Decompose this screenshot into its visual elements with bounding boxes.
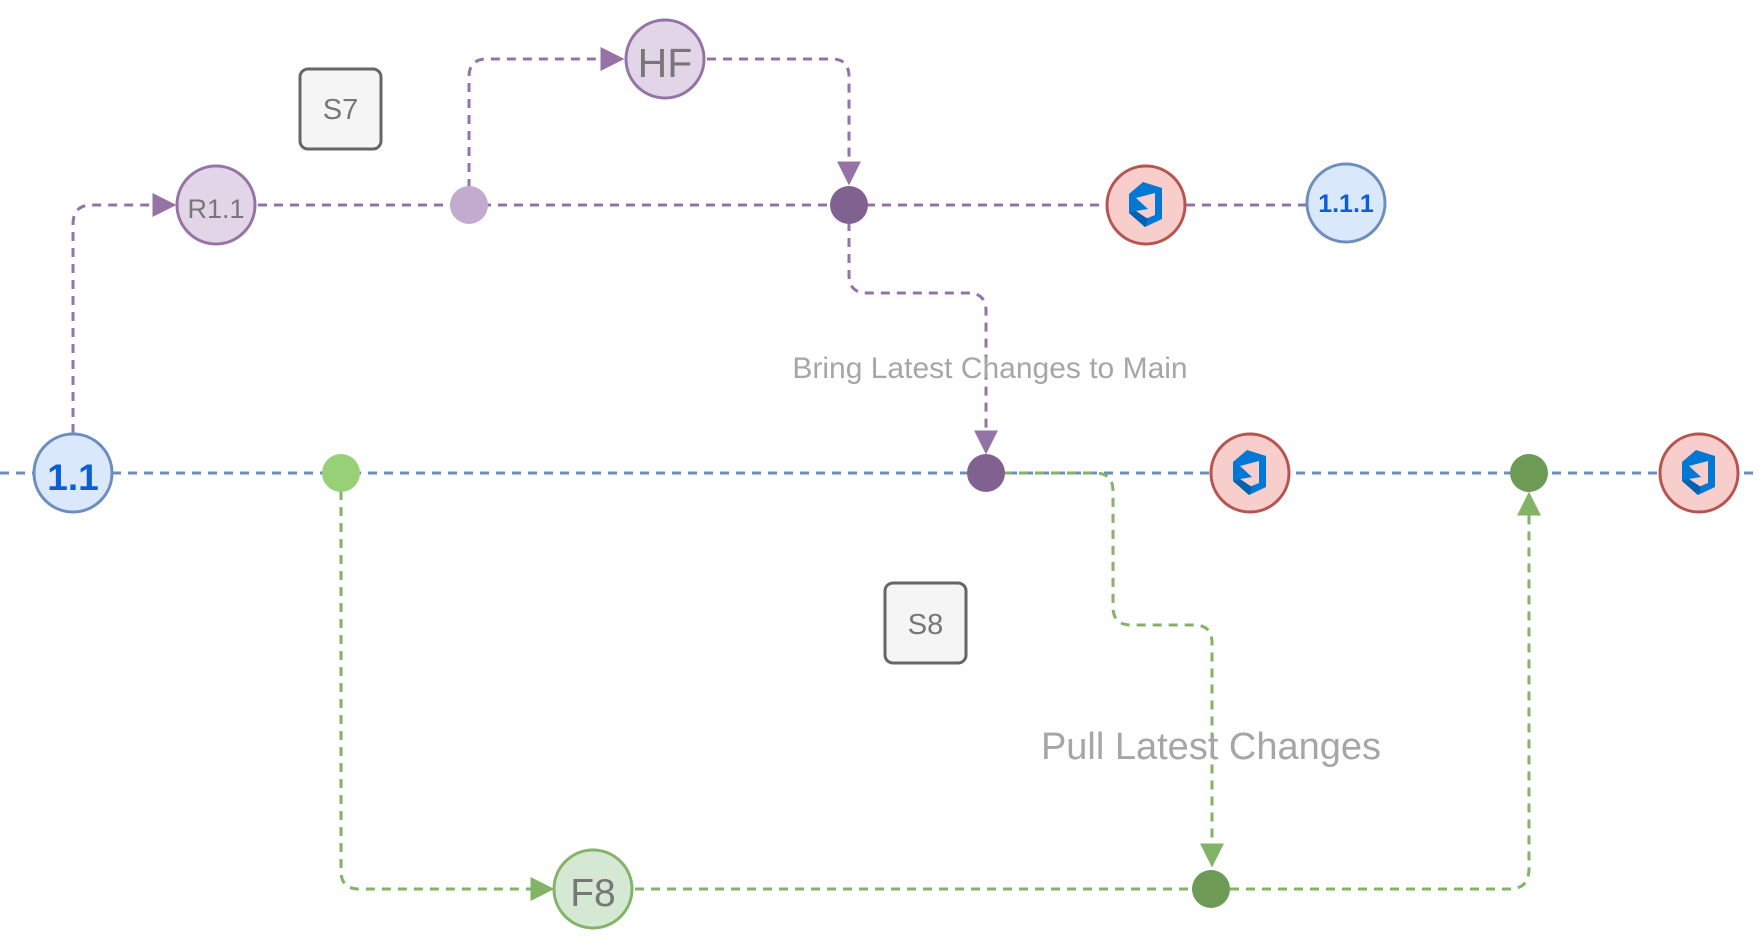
svg-text:1.1.1: 1.1.1 — [1318, 190, 1374, 218]
pull-latest-label: Pull Latest Changes — [1041, 726, 1381, 768]
svg-text:S7: S7 — [323, 94, 358, 126]
hotfix-merge-connector — [707, 57, 861, 186]
main-pipeline-node-2[interactable] — [1658, 432, 1740, 514]
branch-to-release-connector — [71, 193, 177, 433]
hotfix-merge-point[interactable] — [830, 186, 868, 224]
svg-text:S8: S8 — [908, 609, 943, 641]
feature-node[interactable]: F8 — [552, 848, 634, 930]
note-s7: S7 — [298, 67, 383, 151]
main-branch-point[interactable] — [322, 454, 360, 492]
branch-to-feature-connector — [339, 491, 555, 901]
main-to-feature-connector — [1003, 471, 1224, 868]
release-merge-point[interactable] — [967, 454, 1005, 492]
feature-to-main-connector — [1230, 491, 1541, 891]
bring-to-main-label: Bring Latest Changes to Main — [792, 352, 1187, 385]
release-pipeline-node[interactable] — [1105, 164, 1187, 246]
svg-text:HF: HF — [638, 40, 693, 86]
svg-text:F8: F8 — [570, 872, 616, 915]
branch-to-hotfix-connector — [467, 47, 625, 188]
svg-text:1.1: 1.1 — [47, 457, 98, 498]
main-pipeline-node-1[interactable] — [1209, 432, 1291, 514]
hotfix-node[interactable]: HF — [624, 18, 706, 100]
release-branch-point[interactable] — [450, 186, 488, 224]
feature-merge-point[interactable] — [1510, 454, 1548, 492]
feature-pull-point[interactable] — [1192, 870, 1230, 908]
hotfix-version-node[interactable]: 1.1.1 — [1305, 162, 1387, 244]
svg-text:R1.1: R1.1 — [187, 194, 244, 224]
main-version-node[interactable]: 1.1 — [32, 432, 114, 514]
note-s8: S8 — [883, 581, 968, 665]
release-node[interactable]: R1.1 — [175, 164, 257, 246]
release-to-main-connector — [847, 222, 998, 455]
